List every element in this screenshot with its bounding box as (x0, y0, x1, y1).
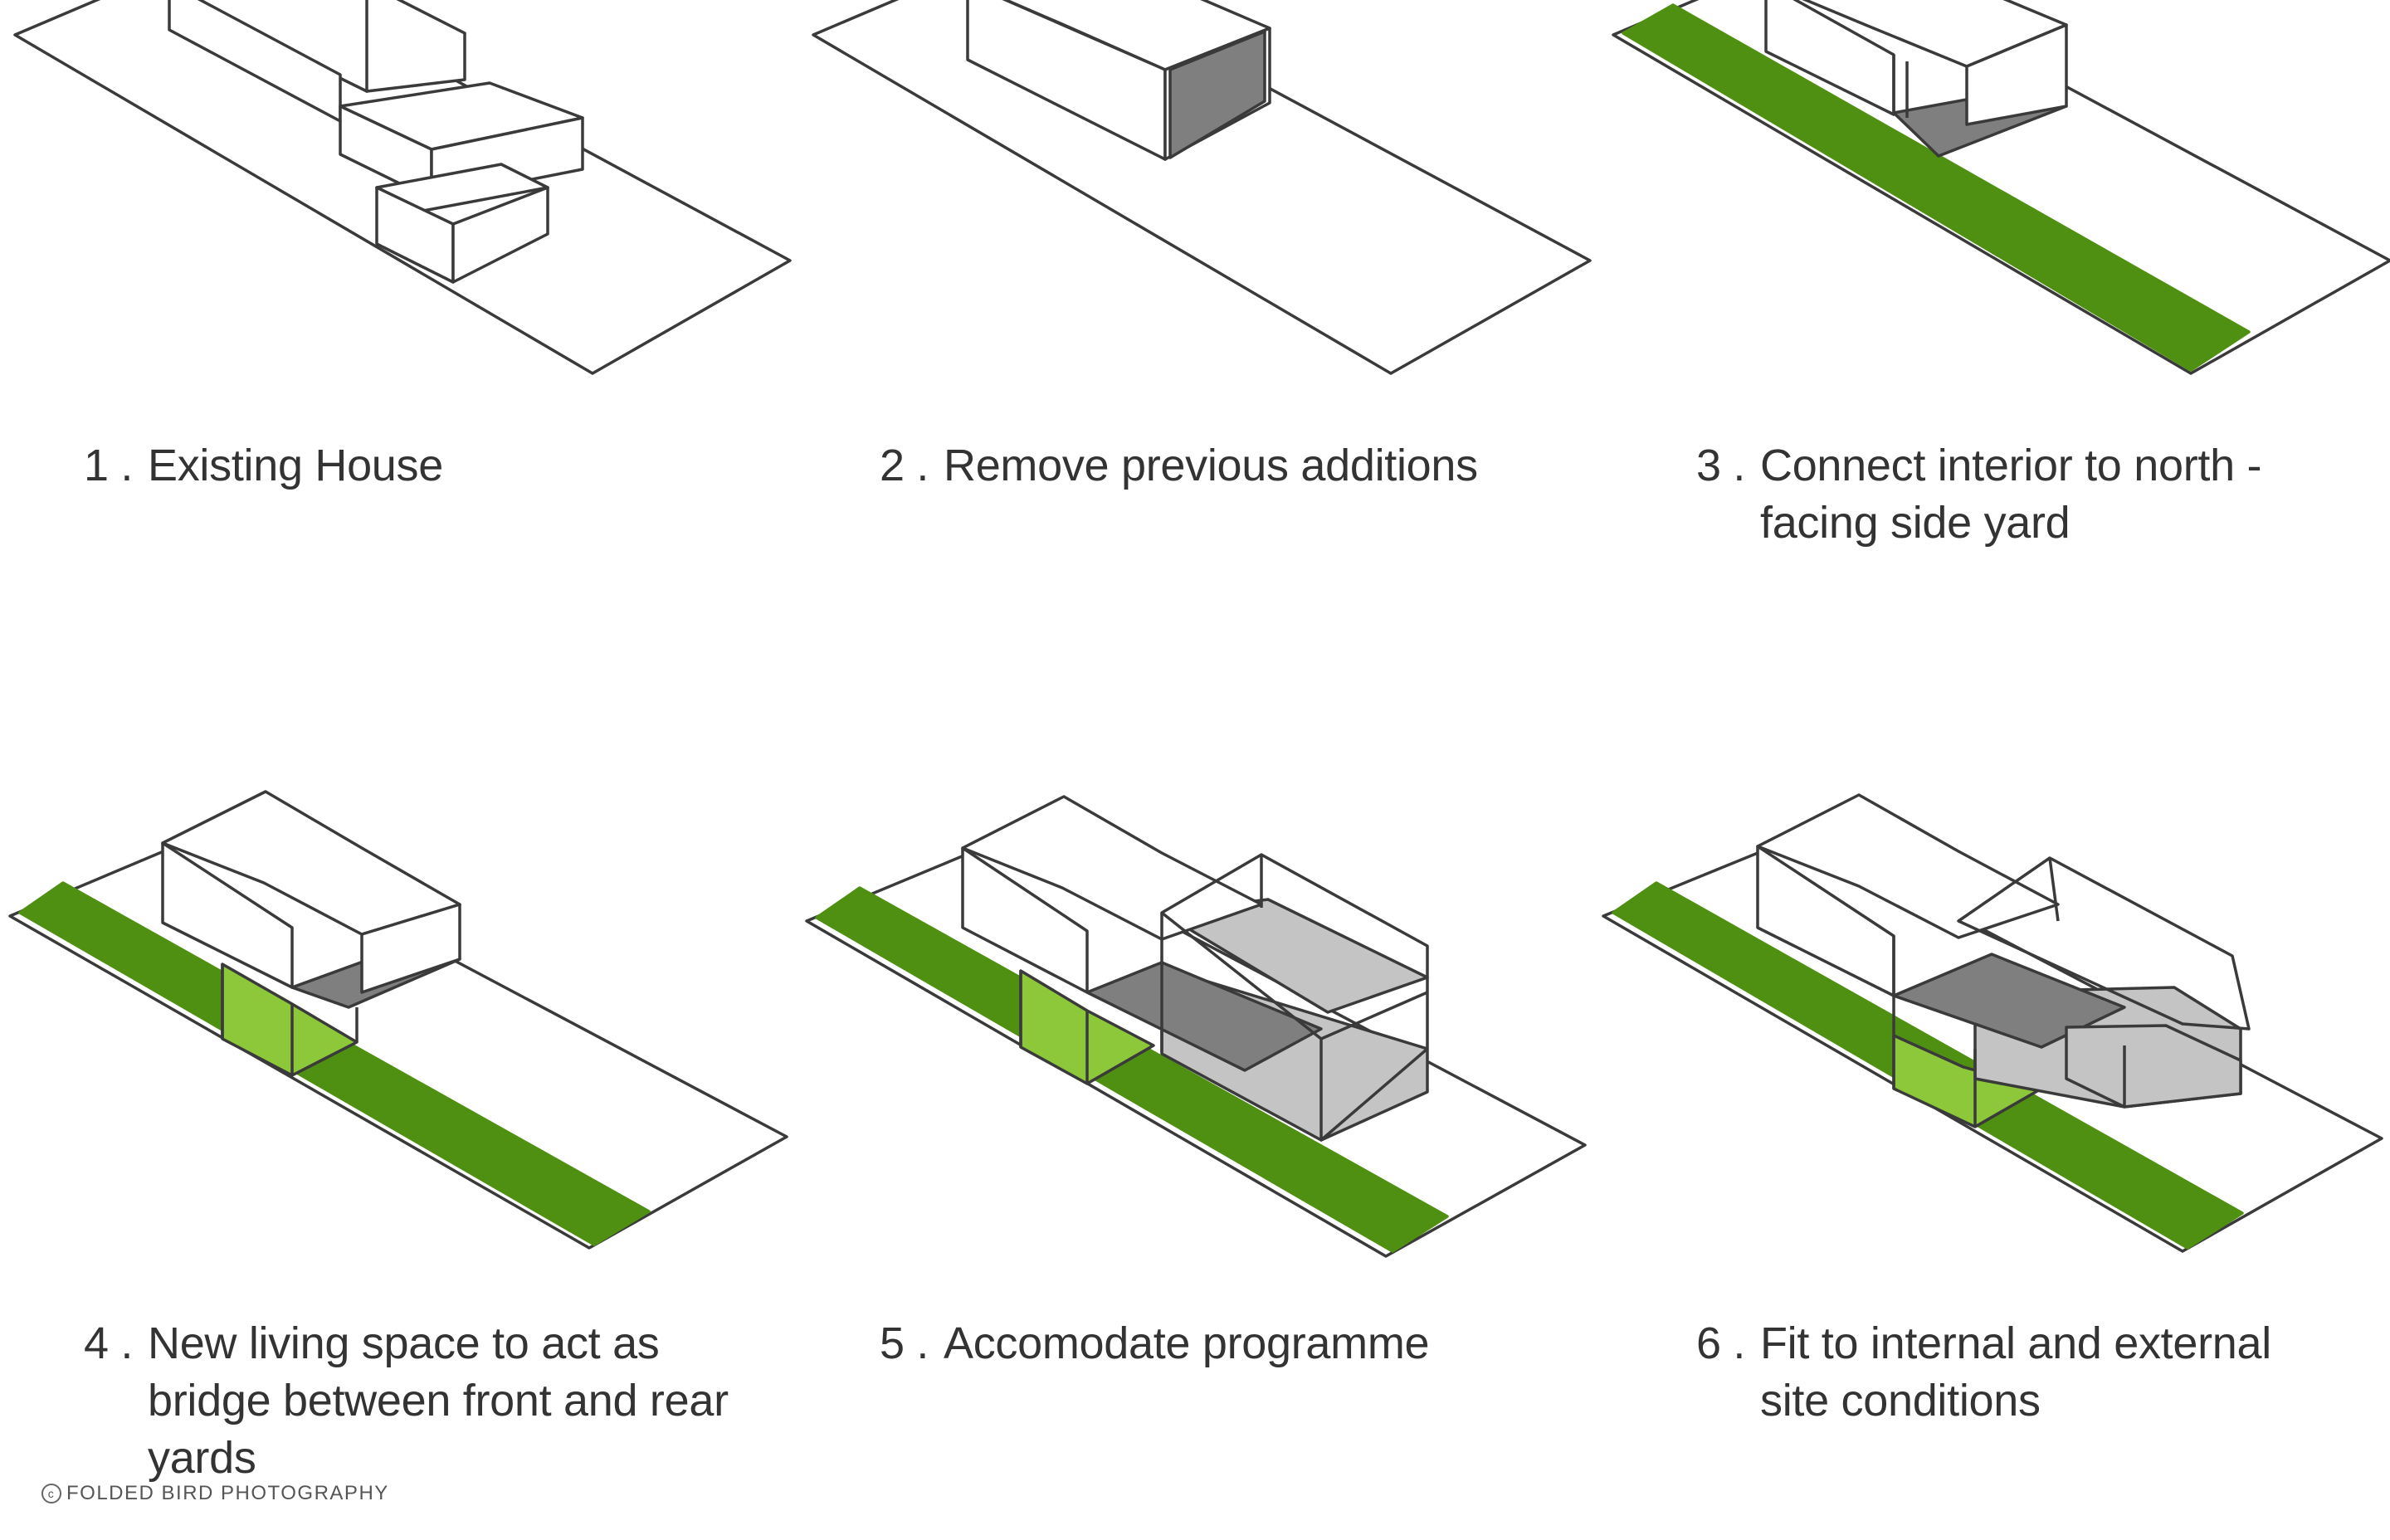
step-number: 3 . (1696, 441, 1746, 490)
panel-6-fit-site-conditions (1602, 793, 2383, 1253)
house-end-gable (365, 0, 466, 93)
step-number: 6 . (1696, 1318, 1746, 1368)
step-description: Existing House (148, 441, 443, 490)
extension-roof-frame (1957, 856, 2251, 1031)
panel-3-connect-side-yard (1612, 0, 2390, 375)
step-description: Connect interior to north - facing side … (1760, 441, 2262, 548)
panel-4-bridge-living-space (8, 790, 788, 1250)
extension-upper-floor (1085, 961, 1323, 1072)
side-yard-strip (815, 886, 1449, 1253)
step-3-caption: 3 . Connect interior to north - facing s… (1696, 437, 2327, 552)
step-6-caption: 6 . Fit to internal and external site co… (1696, 1315, 2327, 1430)
panel-2-remove-additions (812, 0, 1592, 375)
addition-lower-side (451, 186, 549, 284)
step-number: 5 . (880, 1318, 929, 1368)
step-5-caption: 5 . Accomodate programme (880, 1315, 1593, 1372)
side-yard-strip (18, 881, 651, 1246)
step-description: Remove previous additions (944, 441, 1478, 490)
house-end-gable (1965, 23, 2068, 126)
house-roof-face (1756, 793, 2060, 939)
panel-5-accommodate-programme (805, 795, 1587, 1258)
extension-frame (1320, 991, 1428, 1040)
step-2-caption: 2 . Remove previous additions (880, 437, 1593, 495)
house-main-block (961, 846, 1089, 994)
photo-credit-text: FOLDED BIRD PHOTOGRAPHY (66, 1482, 389, 1504)
copyright-icon: c (41, 1484, 61, 1503)
step-1-caption: 1 . Existing House (84, 437, 797, 495)
step-4-caption: 4 . New living space to act as bridge be… (84, 1315, 731, 1487)
panel-1-existing-house (13, 0, 792, 375)
extension-low-wing (2065, 1024, 2242, 1109)
site-plot (812, 0, 1592, 375)
step-description: Fit to internal and external site condit… (1760, 1318, 2271, 1425)
step-number: 1 . (84, 441, 134, 490)
step-description: New living space to act as bridge betwee… (148, 1318, 729, 1483)
interior-floor (1892, 953, 2126, 1049)
exposed-interior-floor (1168, 30, 1266, 159)
photo-credit: c FOLDED BIRD PHOTOGRAPHY (41, 1482, 389, 1505)
extension-frame (2048, 857, 2060, 922)
step-description: Accomodate programme (944, 1318, 1430, 1368)
house-end-gable (360, 903, 461, 994)
side-yard-strip (1622, 3, 2251, 372)
step-number: 4 . (84, 1318, 134, 1368)
step-number: 2 . (880, 441, 929, 490)
